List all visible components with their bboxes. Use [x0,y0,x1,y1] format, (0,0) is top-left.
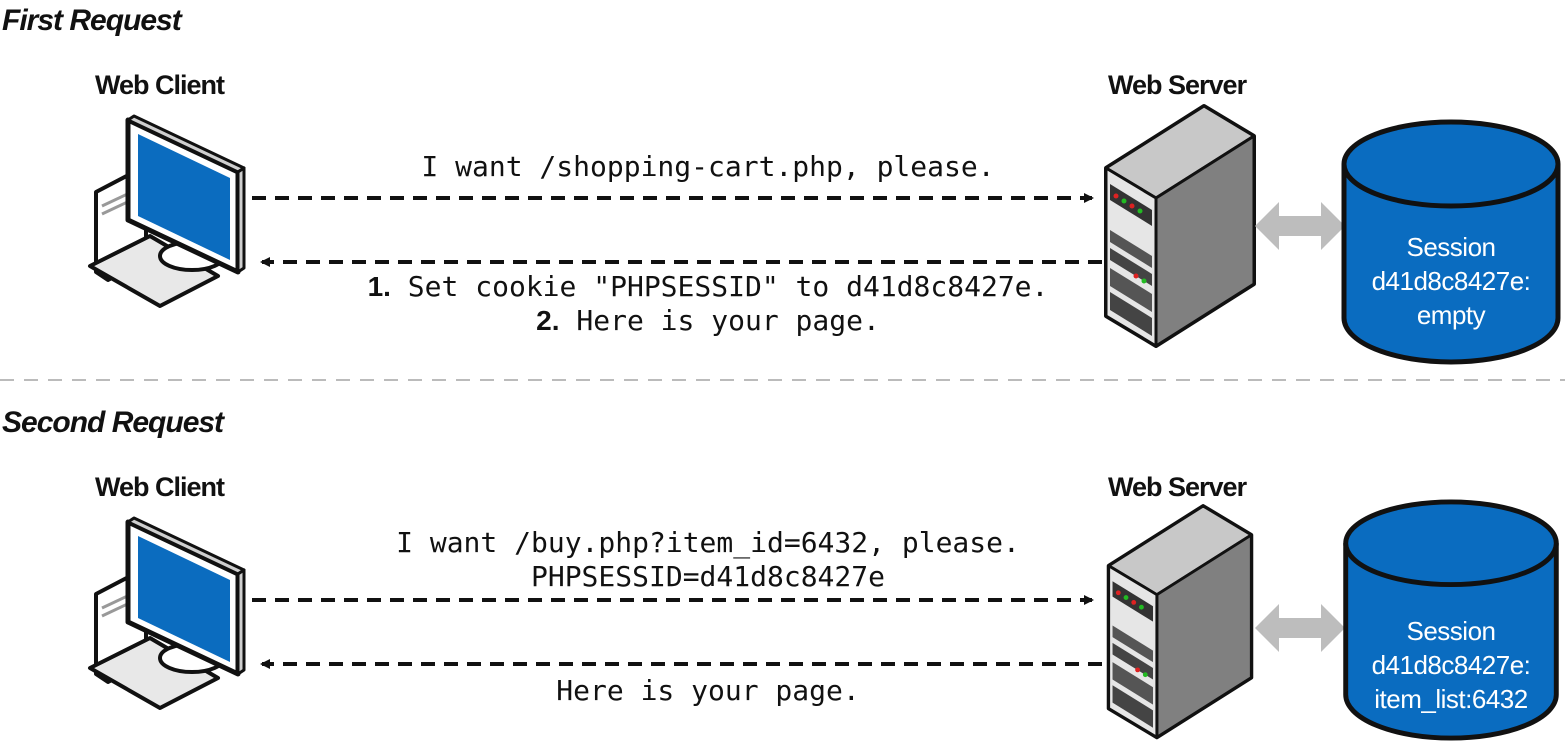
request-line: PHPSESSID=d41d8c8427e [530,560,885,593]
desktop-computer-icon [88,516,246,710]
session-id: d41d8c8427e: [1371,650,1531,680]
step-number: 1. [367,271,391,302]
server-label: Web Server [1108,472,1247,502]
response-message: 1. Set cookie "PHPSESSID" to d41d8c8427e… [250,270,1166,338]
request-line: I want /shopping-cart.php, please. [421,150,995,183]
session-title: Session [1406,232,1497,262]
request-message: I want /shopping-cart.php, please. [250,150,1166,184]
step-text: Here is your page. [559,304,880,337]
session-value: item_list:6432 [1374,684,1528,714]
response-line-1: Here is your page. [250,674,1166,708]
step-text: Here is your page. [556,674,860,707]
session-id: d41d8c8427e: [1371,266,1531,296]
step-number: 2. [536,305,560,336]
database-cylinder-icon [1341,119,1561,365]
section-title-first: First Request [2,4,182,37]
server-tower-icon [1106,504,1254,740]
request-message: I want /buy.php?item_id=6432, please. PH… [250,526,1166,594]
double-arrow-icon [1255,604,1345,652]
response-message: Here is your page. [250,674,1166,708]
request-line: I want /buy.php?item_id=6432, please. [396,526,1020,559]
client-label: Web Client [95,70,225,100]
server-label: Web Server [1108,70,1247,100]
server-tower-icon [1104,104,1256,348]
session-value: empty [1416,300,1486,330]
desktop-computer-icon [88,114,246,308]
step-text: Set cookie "PHPSESSID" to d41d8c8427e. [390,270,1049,303]
double-arrow-icon [1255,202,1345,250]
client-label: Web Client [95,472,225,502]
session-info: Session d41d8c8427e: empty [1340,230,1562,332]
response-line-2: 2. Here is your page. [250,304,1166,338]
session-info: Session d41d8c8427e: item_list:6432 [1340,614,1562,716]
session-title: Session [1406,616,1497,646]
section-title-second: Second Request [2,406,224,439]
database-cylinder-icon [1343,499,1559,741]
response-line-1: 1. Set cookie "PHPSESSID" to d41d8c8427e… [250,270,1166,304]
